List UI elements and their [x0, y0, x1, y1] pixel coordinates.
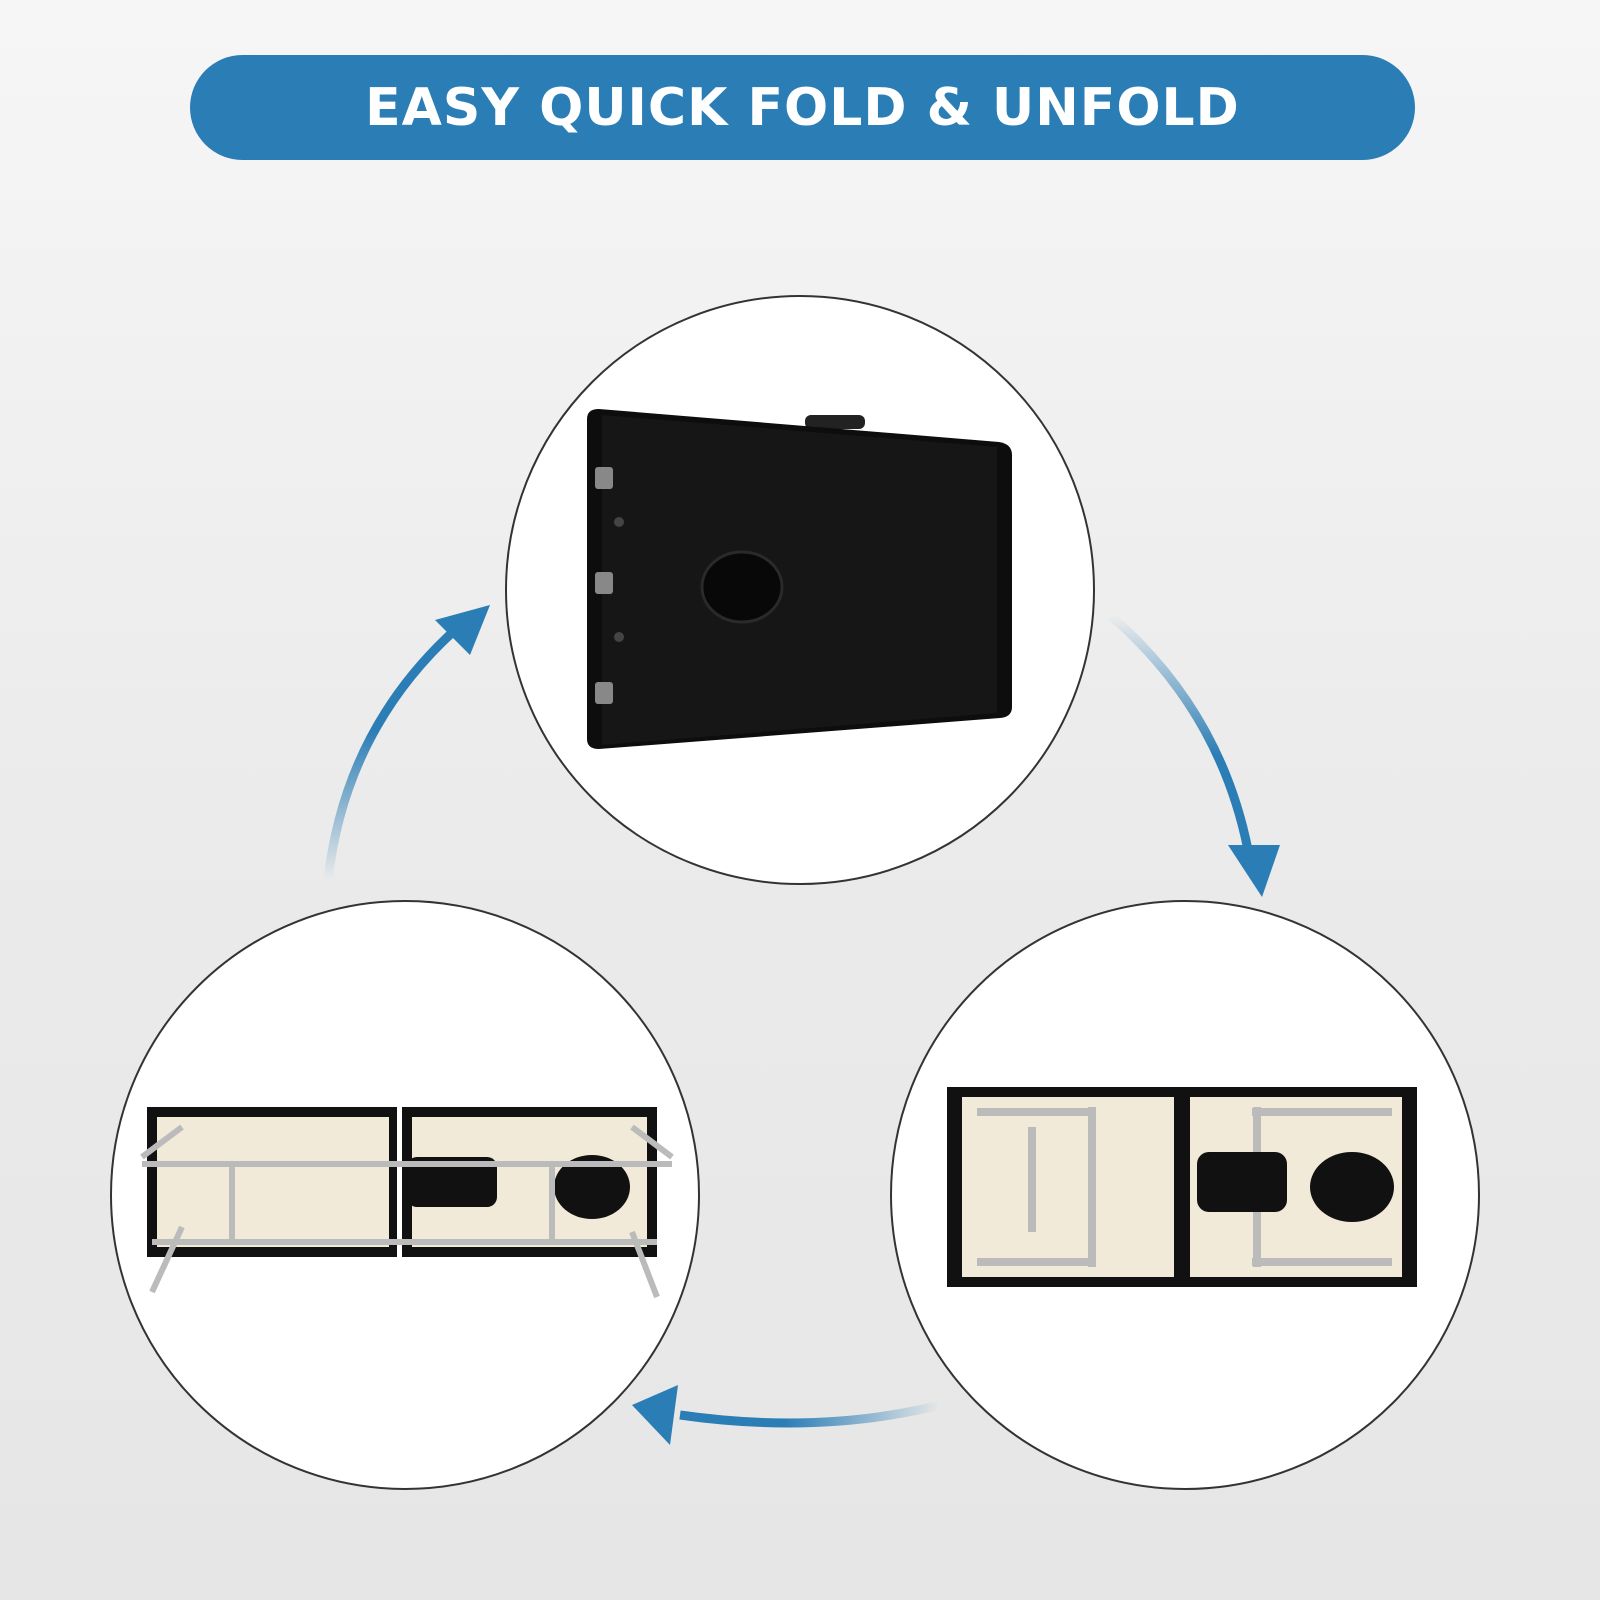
- open-table-circle: [110, 900, 700, 1490]
- arrow-left-up-icon: [323, 605, 490, 881]
- half-open-table-circle: [890, 900, 1480, 1490]
- folded-table-circle: [505, 295, 1095, 885]
- arrow-bottom-left-icon: [632, 1385, 942, 1445]
- open-table-image: [140, 1107, 674, 1299]
- title-banner: EASY QUICK FOLD & UNFOLD: [190, 55, 1415, 160]
- folded-table-image: [587, 409, 1012, 749]
- arrow-right-down-icon: [1107, 611, 1280, 897]
- half-open-table-image: [947, 1087, 1417, 1287]
- banner-title: EASY QUICK FOLD & UNFOLD: [365, 77, 1240, 138]
